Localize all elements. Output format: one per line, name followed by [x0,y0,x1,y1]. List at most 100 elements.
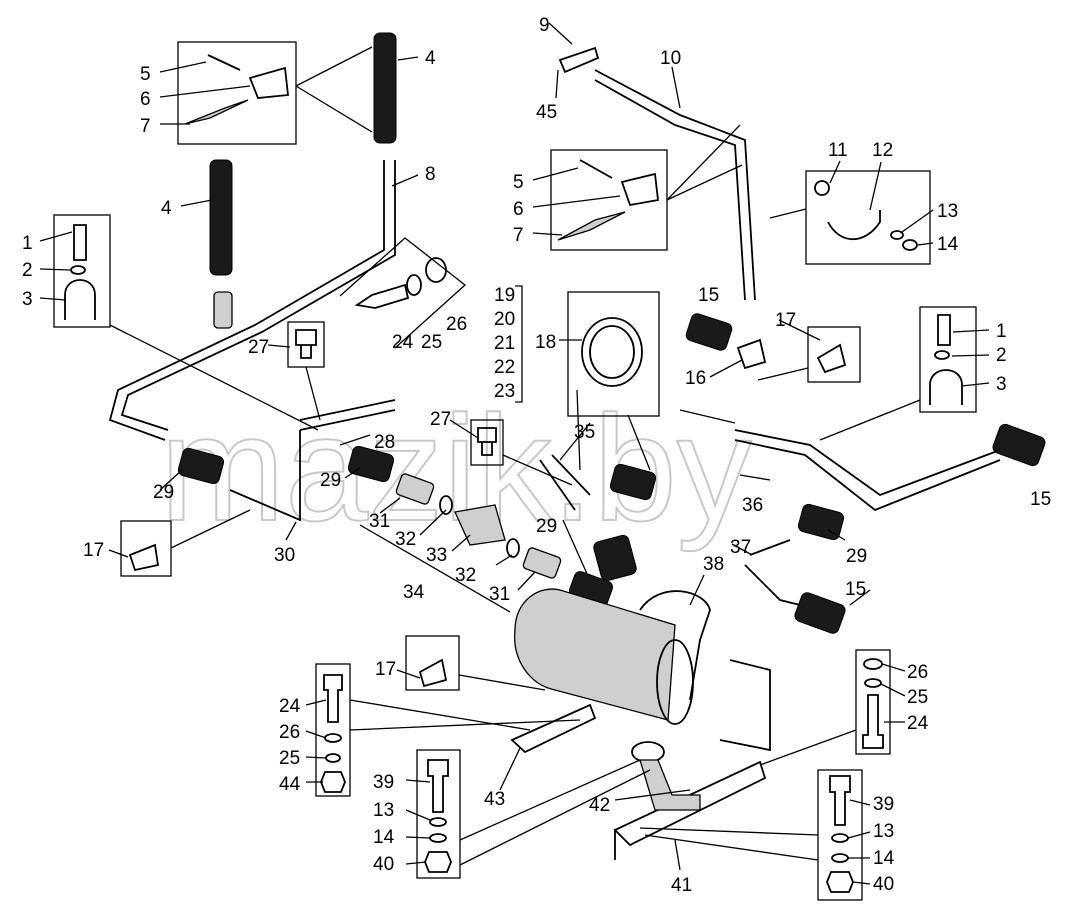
pipe-10-edge [594,79,746,301]
plug-27a [295,329,317,359]
callout-2: 2 [22,260,33,281]
washer-14b [429,833,447,843]
bolt-24b [323,674,343,723]
washer-26b [324,733,342,743]
shim-7b [557,211,626,241]
elbow-35 [539,454,591,511]
watermark: mazik.by [160,384,752,552]
hose-15c [794,592,846,634]
detail-box-valve-17-bottom [405,635,460,691]
washer-14a [902,239,918,251]
bolt-11 [814,180,830,196]
detail-box-bolt-stack-right-top [855,649,891,755]
bracket-41 [613,760,767,847]
hose-29a [177,447,225,485]
callout-24: 24 [279,696,301,717]
pipe-8 [108,160,385,441]
callout-20: 20 [494,309,515,330]
callout-34: 34 [403,582,425,603]
tee-9 [558,46,600,74]
heater-38-tube [719,659,771,752]
clamp-12 [827,210,881,240]
callout-27: 27 [248,337,269,358]
callout-1: 1 [996,321,1007,342]
callout-45: 45 [536,102,557,123]
detail-box-pin-clip-top-left [177,41,297,145]
callout-30: 30 [274,545,295,566]
frame-tube-28 [299,399,396,431]
hose-29e [593,534,637,582]
nut-40a [424,851,452,873]
callout-40: 40 [373,854,394,875]
callout-10: 10 [660,48,681,69]
callout-6: 6 [513,199,524,220]
callout-11: 11 [828,140,848,161]
shim-7 [184,99,249,125]
washer-25a [406,274,422,296]
fitting-31b [522,547,562,579]
detail-box-valve-17-left [120,520,172,577]
detail-box-bolt-stack-left [315,663,351,797]
callout-4: 4 [425,48,436,69]
adapter [213,291,233,329]
pipe-30 [229,430,301,522]
callout-31: 31 [489,584,510,605]
hose-4-lower [209,159,233,276]
hose-clamp-18 [581,317,643,387]
valve-17c [418,658,448,688]
detail-box-bolt-stack-center [416,749,461,879]
callout-17: 17 [83,540,104,561]
hose-29c [609,463,657,501]
detail-box-plug-27-center [470,419,504,466]
callout-14: 14 [373,827,395,848]
bolt-39b [829,775,851,826]
callout-25: 25 [421,332,442,353]
callout-26: 26 [446,314,467,335]
washer-13b [429,817,447,827]
callout-23: 23 [494,381,515,402]
washer-2a [70,265,86,275]
callout-5: 5 [513,172,524,193]
callout-32: 32 [395,529,416,550]
callout-44: 44 [279,774,301,795]
fitting-31a [395,473,435,505]
hose-4-upper [373,32,397,144]
clamp-3b [929,369,963,405]
callout-39: 39 [873,794,894,815]
pipe-36 [734,429,1001,497]
callout-4: 4 [161,198,172,219]
clip-6 [248,66,289,99]
callout-15: 15 [698,285,719,306]
clamp-3a [64,279,96,320]
clip-6b [620,172,659,207]
heater-38-pump [639,590,711,701]
bolt-24c [862,694,884,749]
nut-44 [320,771,346,793]
bracket-19-23 [515,285,523,403]
callout-19: 19 [494,285,515,306]
washer-25b [325,753,341,763]
detail-box-bolt-clamp-right [919,306,977,413]
detail-box-hose-clamp [567,291,660,417]
callout-2: 2 [996,345,1007,366]
callout-25: 25 [907,687,928,708]
callout-28: 28 [374,432,395,453]
leader-lines [39,22,990,885]
washer-13c [831,833,849,843]
pipe-8-edge [120,160,396,431]
callout-13: 13 [937,201,958,222]
split-pin-5 [207,54,241,71]
callout-22: 22 [494,357,515,378]
callout-38: 38 [703,554,724,575]
detail-box-valve-17-right [807,326,861,383]
heater-38 [514,588,676,721]
detail-box-bolt-clamp-left [53,214,111,328]
callout-16: 16 [685,368,706,389]
washer-14c [831,853,849,863]
callout-36: 36 [742,495,763,516]
bolt-1b [937,314,951,346]
callout-35: 35 [574,422,595,443]
callout-42: 42 [589,795,610,816]
callout-13: 13 [873,821,894,842]
